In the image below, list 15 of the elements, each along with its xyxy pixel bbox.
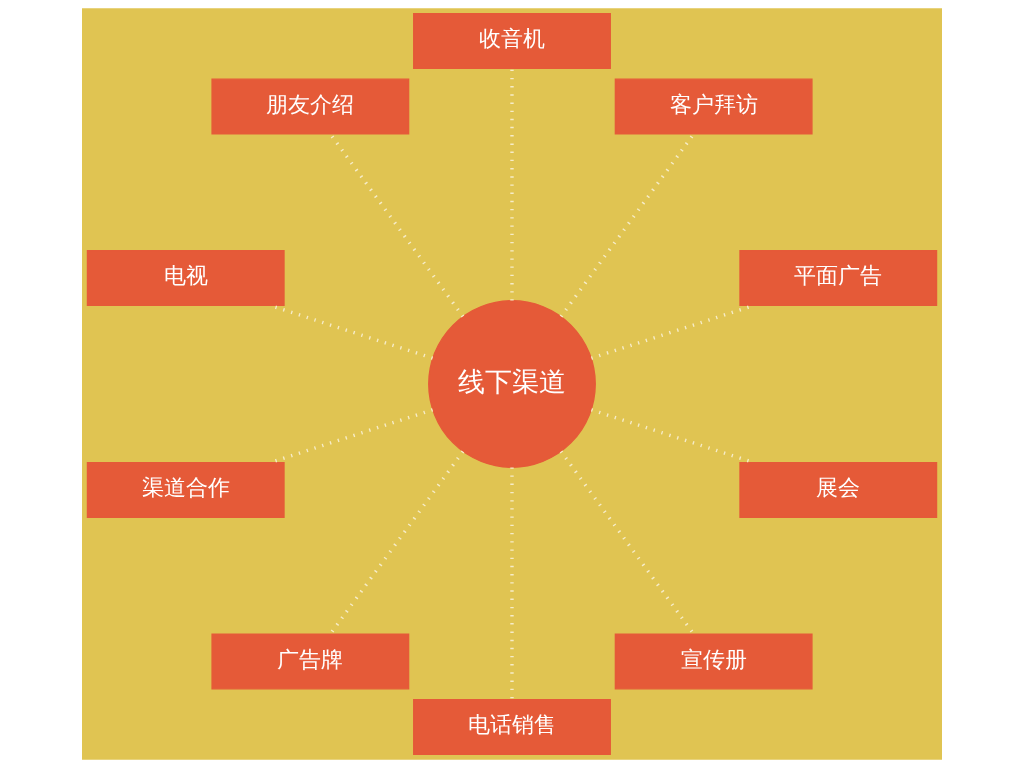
node-box: 电视 bbox=[86, 250, 285, 306]
node-box: 收音机 bbox=[413, 12, 611, 69]
connector bbox=[328, 132, 465, 318]
node-box: 宣传册 bbox=[614, 633, 813, 690]
node-box: 客户拜访 bbox=[614, 78, 813, 135]
node-box: 渠道合作 bbox=[86, 462, 285, 518]
node-box: 广告牌 bbox=[211, 633, 410, 690]
connector bbox=[328, 450, 465, 636]
connector bbox=[559, 450, 696, 636]
node-circle: 线下渠道 bbox=[428, 300, 596, 468]
connector bbox=[559, 132, 696, 318]
node-box: 展会 bbox=[739, 462, 938, 518]
node-box: 朋友介绍 bbox=[211, 78, 410, 135]
node-box: 电话销售 bbox=[413, 699, 611, 756]
node-box: 平面广告 bbox=[739, 250, 938, 306]
